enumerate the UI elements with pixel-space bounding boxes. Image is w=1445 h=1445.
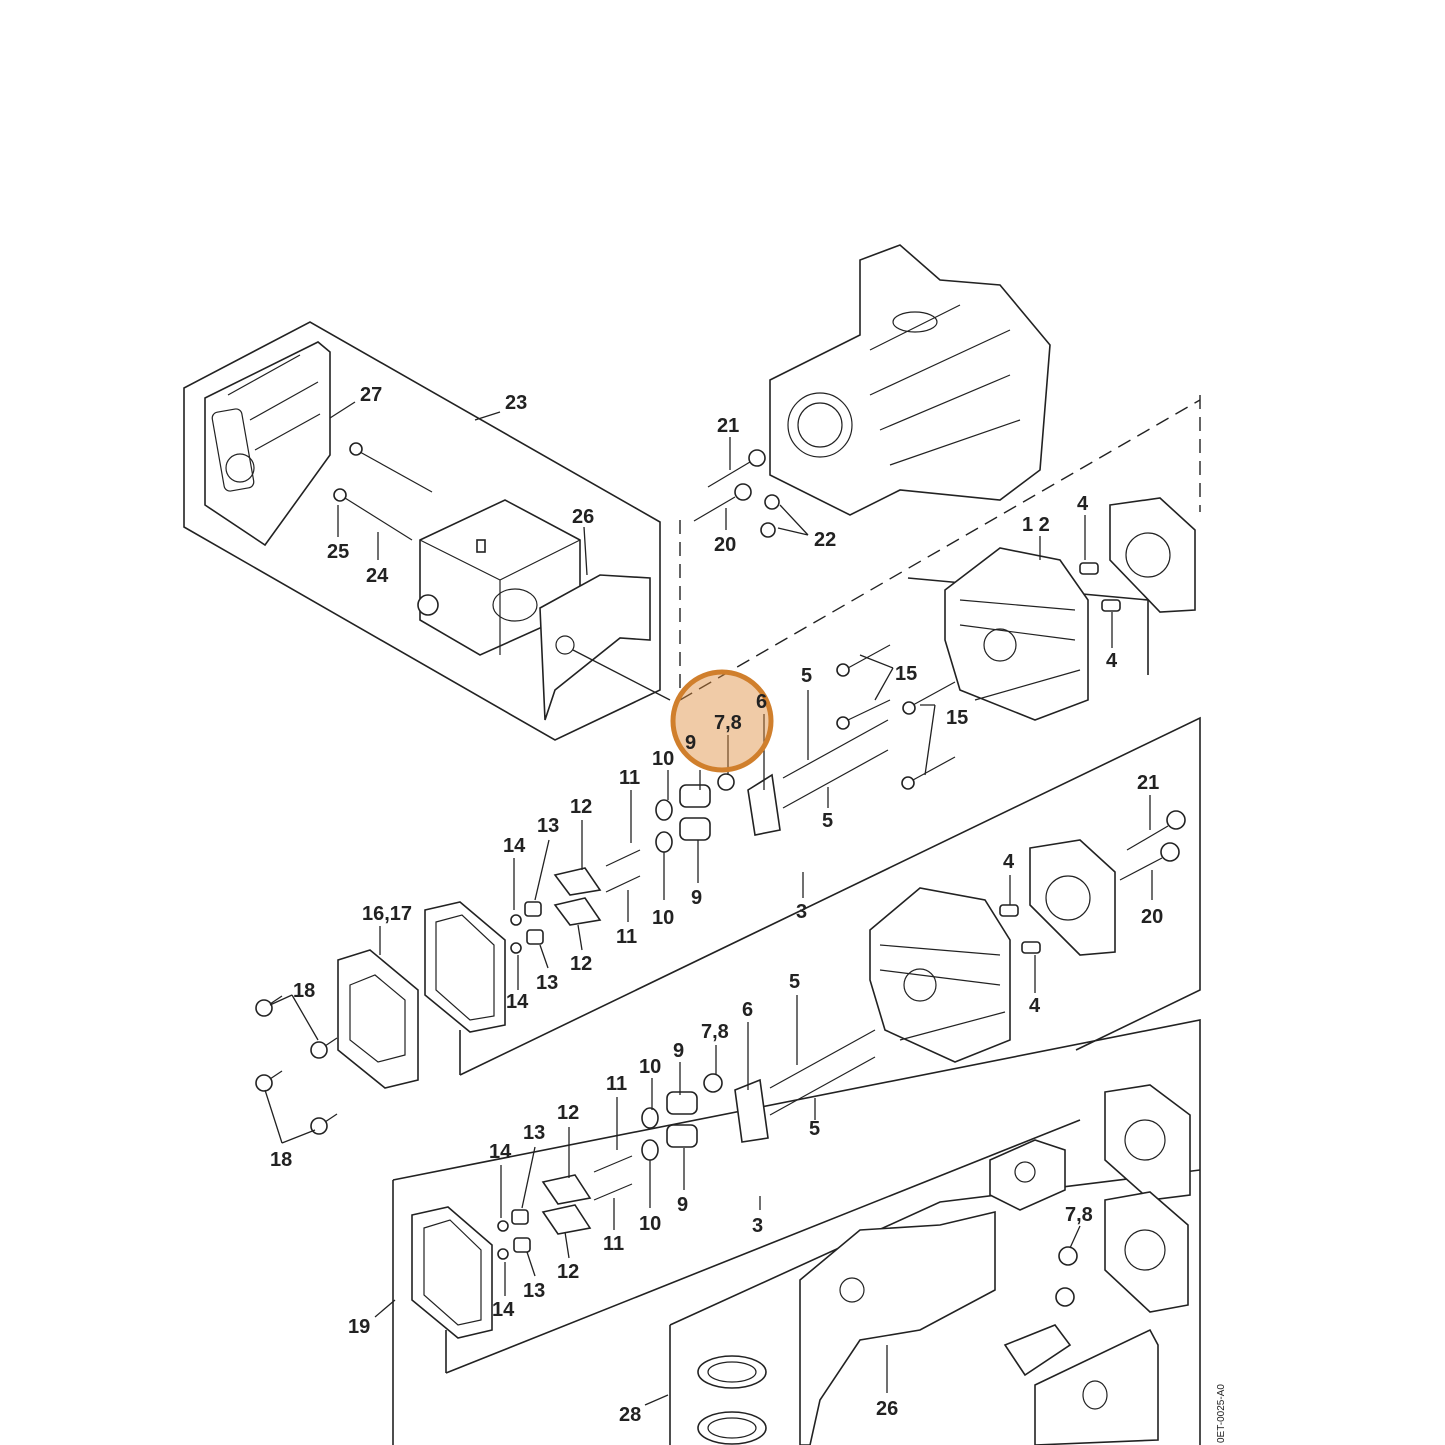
valves-upper — [693, 449, 780, 538]
rocker-arms-lower — [497, 1174, 592, 1260]
callout-9-lower-a: 9 — [673, 1040, 684, 1062]
callout-7-8-kit: 7,8 — [1065, 1204, 1093, 1226]
callout-16-17: 16,17 — [362, 903, 412, 925]
callout-13-upper-b: 13 — [536, 972, 558, 994]
callout-13-upper-a: 13 — [537, 815, 559, 837]
callout-26-upper: 26 — [572, 506, 594, 528]
callout-14-upper-b: 14 — [506, 991, 529, 1013]
valve-cover — [337, 949, 419, 1089]
callout-5-upper-a: 5 — [801, 665, 812, 687]
callout-24: 24 — [366, 565, 389, 587]
valves-lower — [1119, 810, 1186, 881]
callout-11-upper-a: 11 — [619, 767, 640, 789]
callout-25: 25 — [327, 541, 349, 563]
callout-26-lower: 26 — [876, 1398, 898, 1420]
cylinder-head-lower — [869, 887, 1011, 1063]
callout-11-upper-b: 11 — [616, 926, 637, 948]
callout-14-lower-a: 14 — [489, 1141, 512, 1163]
callout-7-8-upper: 7,8 — [714, 712, 742, 734]
callout-23: 23 — [505, 392, 527, 414]
callout-11-lower-b: 11 — [603, 1233, 624, 1255]
callout-14-lower-b: 14 — [492, 1299, 515, 1321]
muffler-shield — [204, 341, 331, 547]
lower-head-group-frame — [392, 1019, 1201, 1445]
valve-cover-gasket-upper — [424, 901, 506, 1033]
callout-9-lower-b: 9 — [677, 1194, 688, 1216]
rocker-studs-lower — [593, 1155, 633, 1201]
callout-13-lower-a: 13 — [523, 1122, 545, 1144]
callout-4-upper-a: 4 — [1077, 493, 1089, 515]
callout-11-lower-a: 11 — [606, 1073, 627, 1095]
head-gasket-lower — [1029, 839, 1116, 956]
callout-6-upper: 6 — [756, 691, 767, 713]
dowels-upper — [1079, 562, 1121, 612]
muffler-group-frame — [183, 321, 661, 741]
callout-21-upper: 21 — [717, 415, 739, 437]
springs-upper — [655, 773, 735, 853]
gasket-kit-parts — [697, 1084, 1191, 1445]
callout-6-lower: 6 — [742, 999, 753, 1021]
callout-5-lower-a: 5 — [789, 971, 800, 993]
callout-3-lower: 3 — [752, 1215, 763, 1237]
leader-lines — [264, 401, 1153, 1406]
callout-13-lower-b: 13 — [523, 1280, 545, 1302]
callout-4-lower-a: 4 — [1003, 851, 1015, 873]
callout-7-8-lower: 7,8 — [701, 1021, 729, 1043]
push-rods-upper — [782, 719, 889, 809]
gasket-kit-frame — [669, 1169, 1201, 1445]
heat-shield-plate — [539, 574, 651, 721]
callout-4-lower-b: 4 — [1029, 995, 1041, 1017]
callout-22: 22 — [814, 529, 836, 551]
springs-lower — [641, 1073, 723, 1161]
rocker-studs-upper — [605, 849, 641, 893]
head-gasket-upper — [1109, 497, 1196, 613]
highlight-marker — [670, 669, 774, 773]
callout-10-upper-b: 10 — [652, 907, 674, 929]
cylinder-dashed-frame — [679, 395, 1201, 701]
callout-3-upper: 3 — [796, 901, 807, 923]
callout-14-upper-a: 14 — [503, 835, 526, 857]
valve-cover-gasket-lower — [411, 1206, 493, 1339]
callout-10-upper-a: 10 — [652, 748, 674, 770]
callout-12-upper-b: 12 — [570, 953, 592, 975]
callout-10-lower-b: 10 — [639, 1213, 661, 1235]
callout-28: 28 — [619, 1404, 641, 1426]
callout-21-lower: 21 — [1137, 772, 1159, 794]
push-rod-guide-lower — [734, 1078, 769, 1143]
callout-15-upper-b: 15 — [946, 707, 968, 729]
callout-12-lower-a: 12 — [557, 1102, 579, 1124]
callout-1-2: 1 2 — [1022, 514, 1050, 536]
callout-10-lower-a: 10 — [639, 1056, 661, 1078]
callout-4-upper-b: 4 — [1106, 650, 1118, 672]
callout-19: 19 — [348, 1316, 370, 1338]
head-bolts-upper — [836, 644, 956, 790]
callout-9-upper-a: 9 — [685, 732, 696, 754]
callout-20-upper: 20 — [714, 534, 736, 556]
callout-12-lower-b: 12 — [557, 1261, 579, 1283]
callout-9-upper-b: 9 — [691, 887, 702, 909]
push-rods-lower — [769, 1029, 876, 1116]
cylinder-head-upper — [944, 547, 1089, 721]
cover-screws — [255, 995, 338, 1135]
callout-18-a: 18 — [293, 980, 315, 1002]
callout-5-upper-b: 5 — [822, 810, 833, 832]
callout-5-lower-b: 5 — [809, 1118, 820, 1140]
engine-block — [769, 244, 1051, 516]
muffler-studs — [333, 442, 433, 541]
callout-20-lower: 20 — [1141, 906, 1163, 928]
dowels-lower — [999, 904, 1041, 954]
callout-12-upper-a: 12 — [570, 796, 592, 818]
callout-18-b: 18 — [270, 1149, 292, 1171]
callout-labels: 27 23 26 25 24 21 20 22 1 2 4 4 5 15 15 … — [270, 384, 1163, 1426]
callout-27: 27 — [360, 384, 382, 406]
callout-15-upper-a: 15 — [895, 663, 917, 685]
reference-code: 0ET-0025-A0 — [1216, 1384, 1227, 1443]
rocker-arms-upper — [510, 867, 602, 954]
